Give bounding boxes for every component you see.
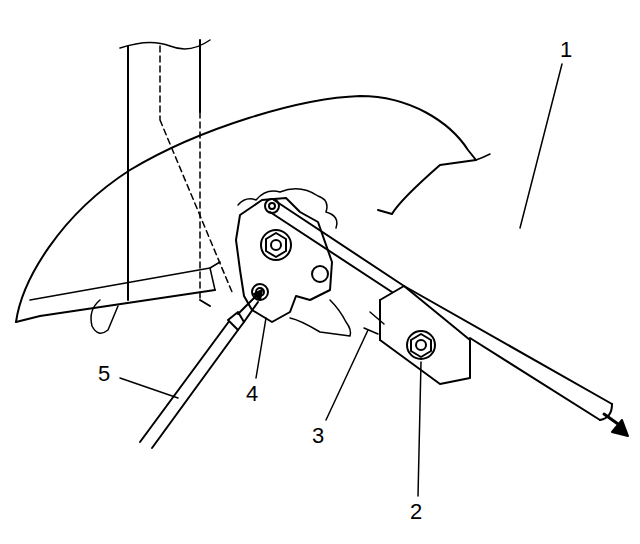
trim-cover-edge xyxy=(30,262,220,300)
trim-cover-edge xyxy=(210,268,215,290)
screwdriver-shaft xyxy=(228,312,244,330)
break-line xyxy=(120,40,210,49)
pull-arrow xyxy=(612,420,628,436)
column-edge xyxy=(200,300,210,306)
callout-number: 1 xyxy=(559,39,573,61)
plate-hole xyxy=(312,266,328,282)
leader-line xyxy=(256,318,266,378)
trim-cover-edge xyxy=(16,290,215,322)
cutaway-edge xyxy=(290,300,351,336)
pivot-nut xyxy=(271,240,281,250)
pull-arrow xyxy=(604,414,618,424)
leader-line xyxy=(120,378,178,398)
leader-line xyxy=(520,64,562,228)
cable-pivot xyxy=(269,203,275,209)
callout-number: 5 xyxy=(97,363,111,385)
bracket-nut xyxy=(407,331,435,359)
callout-number: 3 xyxy=(311,425,325,447)
pivot-nut xyxy=(261,230,291,260)
column-edge xyxy=(199,40,201,112)
trim-cover-edge xyxy=(476,154,490,160)
column-hidden-edge xyxy=(199,112,201,300)
column-edge xyxy=(127,46,129,300)
screwdriver-tip xyxy=(254,290,262,300)
pivot-nut xyxy=(266,233,286,257)
screwdriver-shaft xyxy=(238,296,258,322)
release-lever-plate xyxy=(236,198,332,322)
leader-line xyxy=(326,330,368,420)
callout-number: 4 xyxy=(245,383,259,405)
column-hidden-edge xyxy=(160,46,232,292)
callout-number: 2 xyxy=(409,501,423,523)
release-cable xyxy=(270,200,404,296)
cable-bracket xyxy=(380,286,470,384)
release-rod xyxy=(404,286,612,420)
clip xyxy=(91,300,118,333)
bracket-nut xyxy=(411,334,431,357)
leader-line xyxy=(418,362,421,496)
bracket-nut xyxy=(416,340,426,350)
screwdriver-handle xyxy=(140,320,238,448)
